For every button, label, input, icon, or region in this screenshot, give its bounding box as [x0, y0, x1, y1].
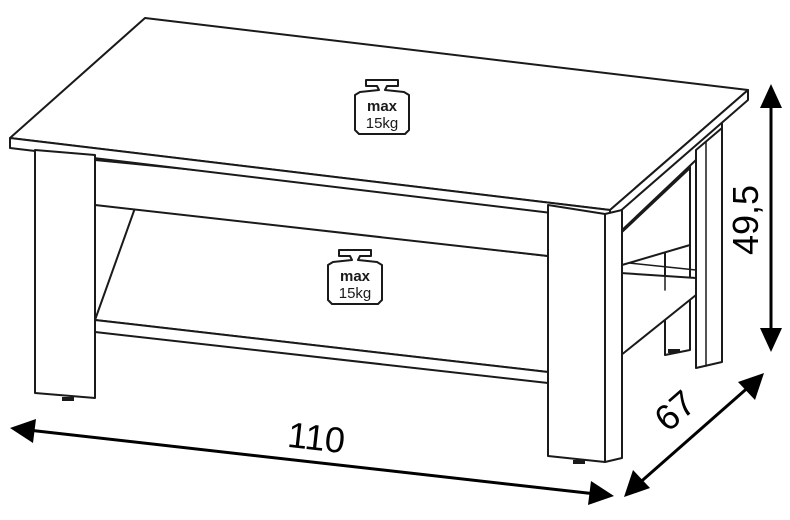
top-load-label: max: [367, 98, 398, 115]
height-label: 49,5: [725, 185, 766, 255]
top-load-value: 15kg: [366, 115, 399, 132]
depth-label: 67: [646, 382, 703, 439]
depth-dimension: 67: [624, 373, 764, 497]
weight-icon-shelf: max 15kg: [327, 249, 383, 305]
back-foot: [668, 349, 680, 353]
width-dimension: 110: [10, 414, 614, 505]
front-left-leg: [34, 149, 96, 401]
shelf-load-value: 15kg: [339, 285, 372, 302]
width-label: 110: [286, 414, 348, 461]
height-dimension: 49,5: [725, 84, 782, 352]
shelf-load-label: max: [340, 268, 371, 285]
weight-icon-top: max 15kg: [354, 79, 410, 135]
back-right-leg: [695, 119, 723, 369]
front-right-leg: [547, 204, 623, 464]
